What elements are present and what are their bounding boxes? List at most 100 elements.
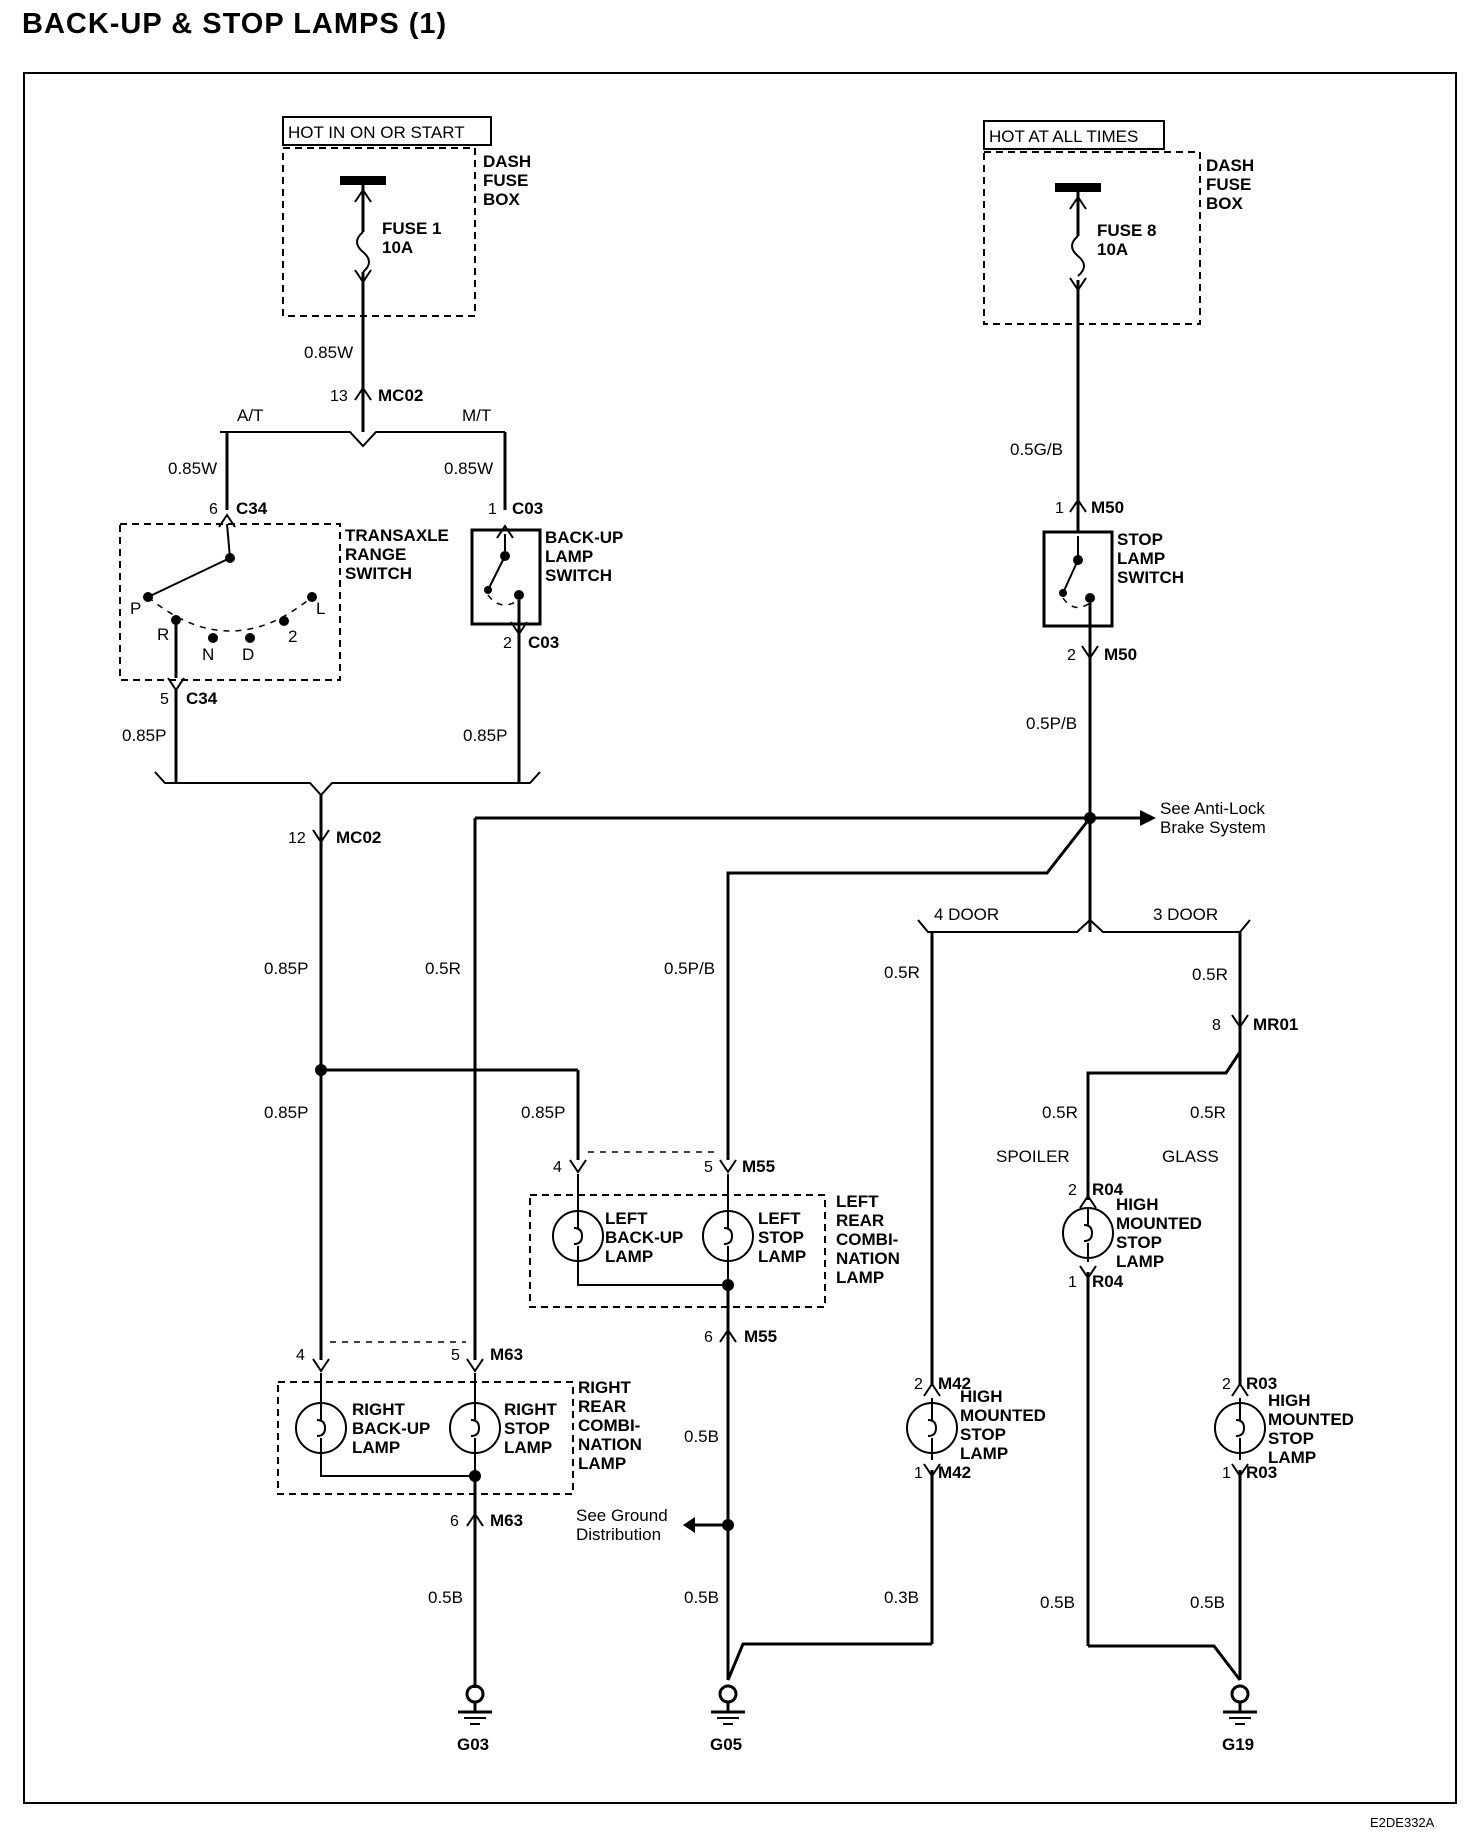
wire-05b-g03: 0.5B (428, 1588, 463, 1607)
document-code: E2DE332A (1370, 1815, 1435, 1830)
connector-m55-bottom: M55 (744, 1327, 777, 1346)
dash-fuse-box-right-label-1: DASH (1206, 156, 1254, 175)
hmsl-4door-label-1: HIGH (960, 1387, 1003, 1406)
option-mt: M/T (462, 406, 491, 425)
right-backup-label-3: LAMP (352, 1438, 400, 1457)
left-stop-lamp-bulb (702, 1210, 754, 1262)
fuse-8-label: FUSE 8 (1097, 221, 1157, 240)
wire-085p-left-backup: 0.85P (521, 1103, 565, 1122)
fuse-1-rating: 10A (382, 238, 413, 257)
dash-fuse-box-left-label-2: FUSE (483, 171, 528, 190)
wire-05r-glass: 0.5R (1190, 1103, 1226, 1122)
connector-m42-top: M42 (938, 1374, 971, 1393)
pin-6-c34: 6 (209, 501, 218, 518)
right-backup-label-2: BACK-UP (352, 1419, 430, 1438)
fuse-1-label: FUSE 1 (382, 219, 442, 238)
hmsl-spoiler-label-1: HIGH (1116, 1195, 1159, 1214)
pin-5-c34: 5 (160, 691, 169, 708)
hmsl-spoiler-bulb (1062, 1207, 1114, 1262)
ground-ref-arrow (683, 1517, 695, 1533)
hmsl-glass-bulb (1214, 1398, 1266, 1460)
hmsl-spoiler-label-2: MOUNTED (1116, 1214, 1202, 1233)
wire-05pb-left-stop: 0.5P/B (664, 959, 715, 978)
connector-m50-bottom: M50 (1104, 645, 1137, 664)
right-stop-label-3: LAMP (504, 1438, 552, 1457)
gear-l: L (316, 599, 325, 618)
ground-ref-line2: Distribution (576, 1525, 661, 1544)
hot-label-right: HOT AT ALL TIMES (989, 127, 1138, 146)
backup-switch-label-1: BACK-UP (545, 528, 623, 547)
pin-1-m42: 1 (914, 1465, 923, 1482)
ground-g05-symbol (711, 1684, 745, 1725)
hmsl-glass-label-2: MOUNTED (1268, 1410, 1354, 1429)
wire-085p-mt: 0.85P (463, 726, 507, 745)
pin-2-m50: 2 (1067, 647, 1076, 664)
right-backup-label-1: RIGHT (352, 1400, 406, 1419)
gear-d: D (242, 645, 254, 664)
hmsl-spoiler-label-3: STOP (1116, 1233, 1162, 1252)
hmsl-glass-label-3: STOP (1268, 1429, 1314, 1448)
left-back-up-lamp-bulb (552, 1210, 604, 1262)
wire-085p-mid: 0.85P (264, 959, 308, 978)
hmsl-4door-label-3: STOP (960, 1425, 1006, 1444)
fuse-8-symbol (1071, 235, 1085, 277)
wire-05r-3door: 0.5R (1192, 965, 1228, 984)
connector-r04-top: R04 (1092, 1180, 1124, 1199)
option-3door: 3 DOOR (1153, 905, 1218, 924)
connector-r04-bottom: R04 (1092, 1272, 1124, 1291)
stop-switch-label-3: SWITCH (1117, 568, 1184, 587)
connector-mr01: MR01 (1253, 1015, 1298, 1034)
wire-05r-right-stop: 0.5R (425, 959, 461, 978)
option-spoiler: SPOILER (996, 1147, 1070, 1166)
wire-03b: 0.3B (884, 1588, 919, 1607)
connector-mc02-top: MC02 (378, 386, 423, 405)
option-4door: 4 DOOR (934, 905, 999, 924)
right-back-up-lamp-bulb (295, 1402, 347, 1454)
wire-05pb-switch: 0.5P/B (1026, 714, 1077, 733)
at-mt-merge (154, 771, 541, 797)
ground-g03-symbol (458, 1684, 492, 1725)
left-stop-label-2: STOP (758, 1228, 804, 1247)
wire-05gb: 0.5G/B (1010, 440, 1063, 459)
hot-label-left: HOT IN ON OR START (288, 123, 465, 142)
gear-2: 2 (288, 627, 297, 646)
wire-05b-glass: 0.5B (1190, 1593, 1225, 1612)
pin-2-r04: 2 (1068, 1182, 1077, 1199)
hot-label-right-box (983, 120, 1165, 150)
transaxle-range-switch (119, 523, 341, 681)
connector-r03-top: R03 (1246, 1374, 1277, 1393)
pin-8-mr01: 8 (1212, 1017, 1221, 1034)
connector-m63-bottom: M63 (490, 1511, 523, 1530)
abs-ref-line2: Brake System (1160, 818, 1266, 837)
option-at: A/T (237, 406, 263, 425)
right-combo-label-3: COMBI- (578, 1416, 640, 1435)
dash-fuse-box-right-label-3: BOX (1206, 194, 1244, 213)
connector-mc02-bottom: MC02 (336, 828, 381, 847)
left-combo-label-2: REAR (836, 1211, 884, 1230)
wire-05b-g05: 0.5B (684, 1588, 719, 1607)
pin-2-r03: 2 (1222, 1376, 1231, 1393)
hot-label-left-box (282, 116, 492, 146)
wire-085p-at: 0.85P (122, 726, 166, 745)
connector-c34-top: C34 (236, 499, 268, 518)
pin-13-mc02: 13 (330, 388, 348, 405)
pin-1-m50: 1 (1055, 500, 1064, 517)
ground-g03-label: G03 (457, 1735, 489, 1754)
left-combo-label-5: LAMP (836, 1268, 884, 1287)
gear-p: P (130, 599, 141, 618)
wire-05b-spoiler: 0.5B (1040, 1593, 1075, 1612)
connector-c03-bottom: C03 (528, 633, 559, 652)
dash-fuse-box-left-label-3: BOX (483, 190, 521, 209)
transaxle-label-3: SWITCH (345, 564, 412, 583)
right-combo-label-1: RIGHT (578, 1378, 632, 1397)
transaxle-label-2: RANGE (345, 545, 406, 564)
stop-switch-label-1: STOP (1117, 530, 1163, 549)
right-combo-label-5: LAMP (578, 1454, 626, 1473)
left-backup-label-3: LAMP (605, 1247, 653, 1266)
at-mt-split (220, 431, 505, 448)
pin-12-mc02: 12 (288, 830, 306, 847)
pin-1-r03: 1 (1222, 1465, 1231, 1482)
pin-4-m63: 4 (296, 1347, 305, 1364)
pin-6-m55: 6 (704, 1329, 713, 1346)
